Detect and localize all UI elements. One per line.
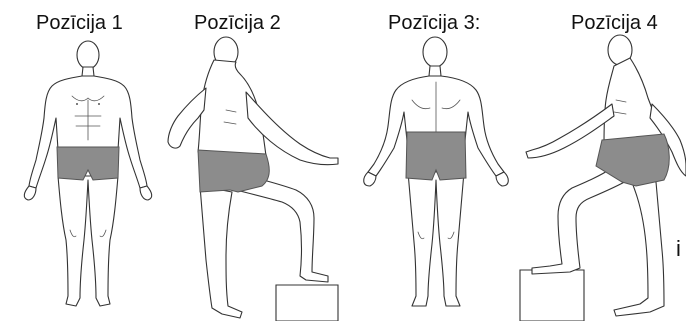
figure-position-3-back	[364, 37, 509, 306]
figure-position-1-front	[24, 41, 151, 306]
figure-position-4-side	[520, 35, 686, 321]
figure-position-2-side	[168, 37, 338, 321]
